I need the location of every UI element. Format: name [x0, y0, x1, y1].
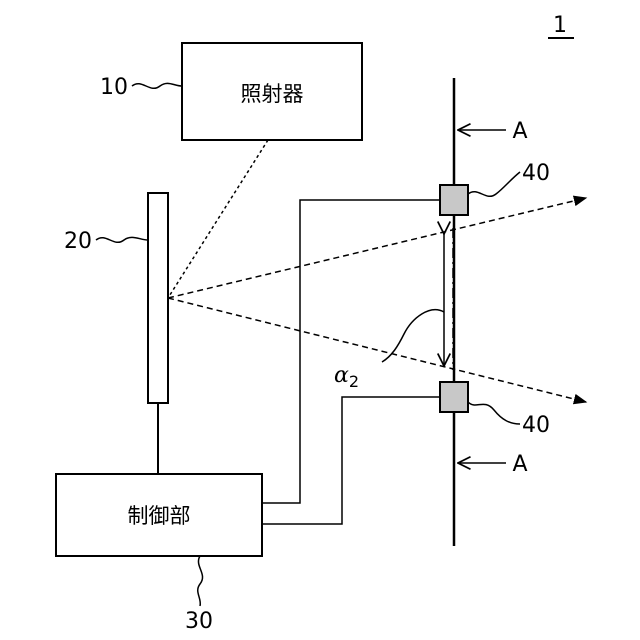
irradiator-leader	[132, 83, 182, 88]
angle-leader	[382, 310, 444, 362]
upper-sensor-leader	[468, 172, 520, 196]
controller-leader	[198, 556, 203, 606]
lower-sensor-wire	[262, 397, 440, 524]
lower-sensor-ref: 40	[522, 413, 550, 438]
upper-beam	[168, 198, 586, 298]
angle-label: α2	[334, 363, 359, 391]
irradiator-ref: 10	[100, 75, 128, 100]
upper-sensor	[440, 185, 468, 215]
figure-number: 1	[553, 13, 567, 38]
lower-track-marker: A	[512, 452, 527, 477]
lower-sensor-leader	[468, 402, 520, 424]
irradiator-label: 照射器	[241, 82, 304, 106]
lower-sensor	[440, 382, 468, 412]
angle-subscript: 2	[349, 372, 359, 391]
reflector-ref: 20	[64, 229, 92, 254]
upper-sensor-ref: 40	[522, 161, 550, 186]
upper-track-marker: A	[512, 119, 527, 144]
irradiator-beam	[168, 140, 268, 298]
upper-sensor-wire	[262, 200, 440, 503]
reflector-leader	[96, 237, 148, 242]
controller-label: 制御部	[128, 504, 191, 528]
reflector-plate	[148, 193, 168, 403]
angle-symbol: α	[334, 363, 349, 388]
lower-beam	[168, 298, 586, 402]
controller-ref: 30	[185, 609, 213, 634]
